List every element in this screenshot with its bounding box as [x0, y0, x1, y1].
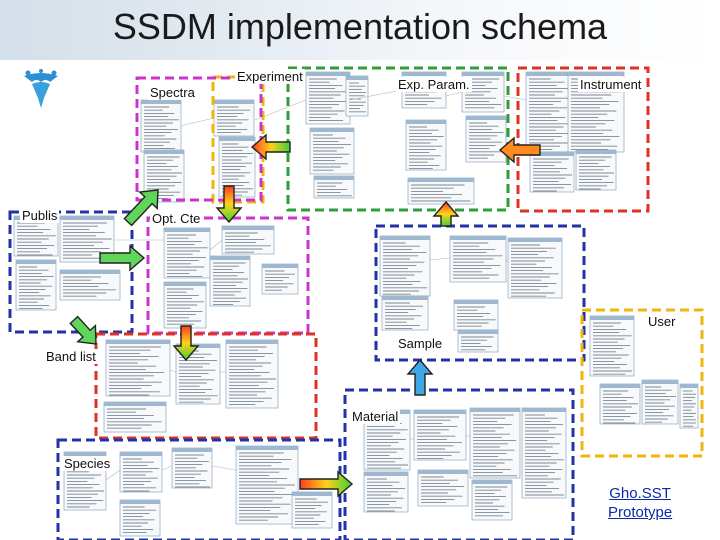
schema-table — [471, 479, 513, 521]
schema-table — [449, 235, 507, 283]
arrow-exp-param-to-experiment-icon — [250, 133, 291, 161]
schema-table — [235, 445, 299, 525]
schema-table — [453, 299, 499, 331]
schema-table — [379, 235, 431, 297]
prototype-link-line1: Gho.SST — [609, 485, 671, 502]
schema-table — [163, 227, 211, 279]
schema-table — [119, 451, 163, 493]
schema-table — [309, 127, 355, 175]
table-relation-line — [349, 89, 403, 101]
table-relation-line — [105, 469, 121, 481]
schema-table — [507, 237, 563, 299]
schema-table — [381, 295, 429, 331]
module-label-opt-cte: Opt. Cte — [150, 211, 203, 226]
schema-table — [305, 71, 351, 125]
title-bar — [0, 0, 720, 60]
table-relation-line — [169, 369, 177, 373]
page-title: SSDM implementation schema — [112, 6, 608, 47]
schema-table — [213, 99, 255, 137]
schema-table — [59, 269, 121, 301]
arrow-experiment-to-opt-cte-icon — [215, 185, 243, 224]
schema-table — [119, 499, 161, 537]
relation-arrows — [69, 133, 541, 498]
ghosst-prototype-link[interactable]: Gho.SST Prototype — [608, 484, 672, 522]
module-label-spectra: Spectra — [148, 85, 197, 100]
schema-table — [465, 115, 507, 163]
arrow-sample-to-exp-param-icon — [432, 200, 460, 227]
schema-table — [529, 151, 575, 193]
schema-table — [103, 401, 167, 433]
module-label-material: Material — [350, 409, 401, 424]
module-box-band-list — [94, 332, 318, 440]
table-relation-line — [505, 259, 509, 263]
module-label-instrument: Instrument — [578, 77, 644, 92]
schema-table — [313, 175, 355, 199]
arrow-opt-cte-to-band-list-icon — [172, 325, 200, 362]
arrow-material-to-sample-icon — [406, 358, 434, 396]
schema-table — [209, 255, 251, 307]
schema-table — [261, 263, 299, 295]
schema-table — [171, 447, 213, 489]
module-box-exp-param — [286, 66, 510, 212]
schema-table — [457, 329, 499, 353]
schema-table — [407, 177, 475, 205]
table-relation-line — [179, 117, 215, 127]
arrow-species-to-material-icon — [299, 470, 354, 498]
schema-table — [363, 471, 409, 513]
module-label-band-list: Band list — [44, 349, 98, 364]
schema-table — [417, 469, 469, 507]
module-box-user — [580, 308, 704, 458]
schema-table — [140, 99, 182, 153]
table-relation-line — [161, 465, 173, 471]
prototype-link-line2: Prototype — [608, 504, 673, 521]
module-label-exp-param: Exp. Param. — [396, 77, 472, 92]
module-label-user: User — [646, 314, 678, 329]
table-relation-line — [409, 437, 415, 441]
schema-tables — [13, 71, 699, 537]
schema-table — [225, 339, 279, 409]
schema-table — [218, 136, 256, 198]
schema-table — [143, 149, 185, 203]
table-relation-line — [211, 465, 237, 471]
arrow-instrument-to-exp-param-icon — [498, 136, 541, 164]
schema-table — [679, 383, 699, 429]
module-box-sample — [374, 224, 586, 362]
schema-table — [105, 339, 171, 397]
schema-table — [525, 71, 575, 153]
ghosst-logo-icon — [20, 68, 62, 117]
arrow-publis-to-spectra-icon — [123, 189, 159, 227]
module-box-publis — [8, 210, 134, 334]
schema-table — [221, 225, 275, 255]
table-relation-line — [209, 239, 223, 251]
schema-table — [345, 75, 369, 117]
schema-table — [599, 383, 641, 425]
module-box-material — [343, 388, 575, 540]
schema-table — [15, 259, 57, 311]
schema-table — [521, 407, 567, 499]
module-label-experiment: Experiment — [235, 69, 305, 84]
module-label-publis: Publis — [20, 208, 60, 223]
schema-table — [291, 491, 333, 529]
schema-table — [163, 281, 207, 329]
schema-table — [589, 315, 635, 377]
arrow-publis-to-opt-cte-icon — [99, 244, 146, 272]
table-relation-line — [503, 95, 527, 101]
table-relation-line — [445, 91, 463, 97]
schema-table — [413, 409, 467, 461]
schema-table — [405, 119, 447, 171]
schema-table — [469, 407, 521, 479]
arrow-publis-to-band-list-icon — [69, 315, 97, 345]
schema-table — [575, 149, 617, 191]
module-box-instrument — [516, 66, 650, 213]
module-label-sample: Sample — [396, 336, 445, 351]
module-box-species — [56, 438, 342, 540]
table-relation-line — [429, 257, 451, 261]
module-label-species: Species — [62, 456, 113, 471]
schema-table — [641, 379, 679, 425]
